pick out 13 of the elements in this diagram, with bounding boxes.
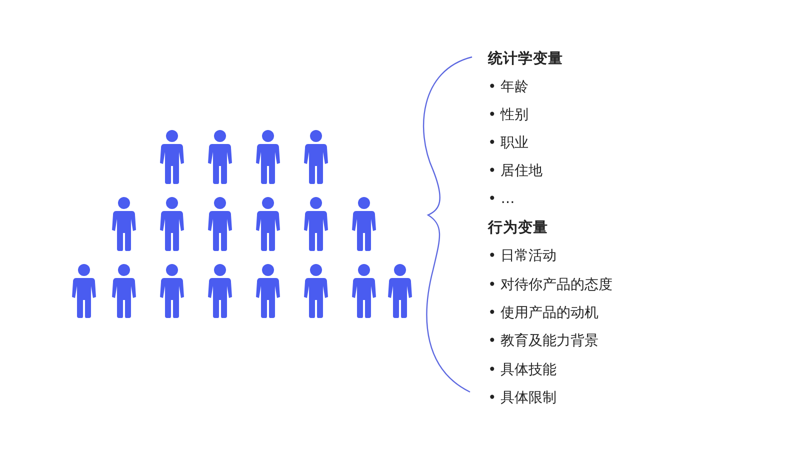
list-item: • 职业 xyxy=(488,134,529,152)
list-item: • … xyxy=(488,190,515,208)
list-item: • 使用产品的动机 xyxy=(488,304,599,322)
list-item: • 年龄 xyxy=(488,78,529,96)
section-heading: 行为变量 xyxy=(488,219,548,237)
list-item: • 对待你产品的态度 xyxy=(488,276,613,294)
list-item: • 教育及能力背景 xyxy=(488,332,599,350)
list-item: • 居住地 xyxy=(488,162,543,180)
section-heading: 统计学变量 xyxy=(488,50,563,68)
list-item: • 性别 xyxy=(488,106,529,124)
list-item: • 具体限制 xyxy=(488,389,557,407)
list-item: • 具体技能 xyxy=(488,361,557,379)
list-item: • 日常活动 xyxy=(488,247,557,265)
